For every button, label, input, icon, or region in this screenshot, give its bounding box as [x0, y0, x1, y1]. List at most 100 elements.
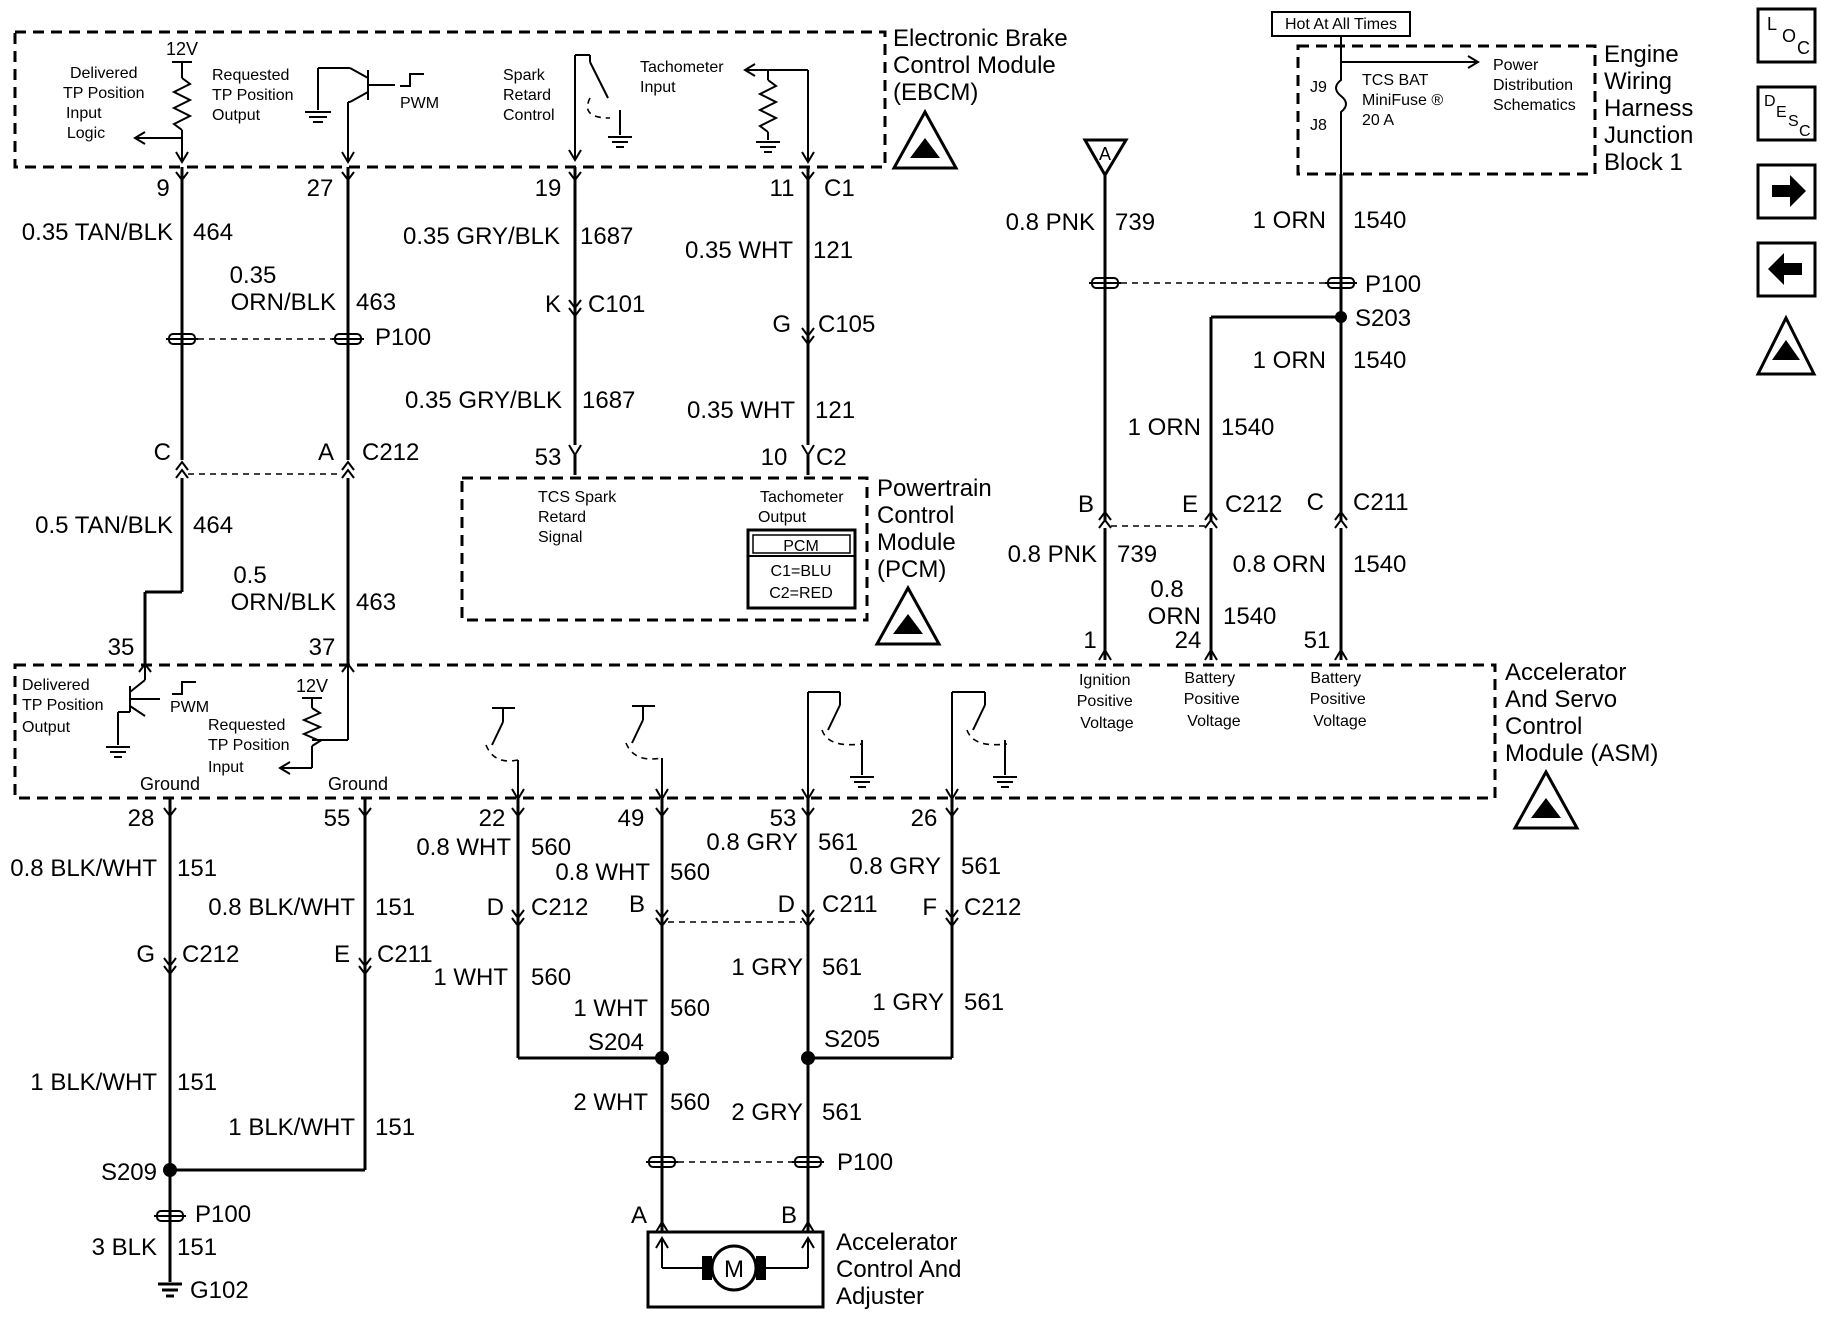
wire-label: B	[629, 891, 645, 918]
wire-label: 37	[309, 634, 336, 661]
pcm-title: Powertrain Control Module (PCM)	[877, 475, 998, 583]
asm-output-transistor	[106, 662, 160, 758]
c212-connector-a	[341, 460, 355, 479]
junction-title: Engine Wiring Harness Junction Block 1	[1604, 41, 1700, 176]
wire-label: ORN	[1148, 603, 1201, 630]
wire-label: S203	[1355, 305, 1411, 332]
wire-label: 151	[177, 1069, 217, 1096]
c212-connector-f	[945, 909, 959, 928]
desc-button[interactable]: D E S C	[1756, 85, 1817, 142]
asm-battery2-label: Battery Positive Voltage	[1310, 670, 1370, 730]
wire-label: 1540	[1353, 207, 1406, 234]
wire-label: 560	[531, 834, 571, 861]
wire-label: 0.8 WHT	[555, 859, 650, 886]
svg-text:S: S	[1788, 113, 1799, 130]
wire-label: 561	[964, 989, 1004, 1016]
wire-label: 1 BLK/WHT	[30, 1069, 157, 1096]
wire-label: C212	[531, 894, 588, 921]
wire-label: 561	[822, 954, 862, 981]
wire-label: 151	[375, 894, 415, 921]
motor-brush-left	[702, 1256, 712, 1280]
svg-text:PCM: PCM	[783, 538, 819, 555]
wire-label: C212	[182, 941, 239, 968]
wire-label: P100	[375, 324, 431, 351]
pcm-connector-legend: PCM C1=BLU C2=RED	[746, 528, 857, 610]
wire-label: C101	[588, 291, 645, 318]
pcm-esd-icon	[874, 584, 942, 646]
wire-label: C211	[822, 891, 878, 918]
wire-label: C212	[964, 894, 1021, 921]
pcm-box	[460, 476, 869, 622]
wire-label: 0.8 PNK	[1006, 209, 1095, 236]
c105-connector	[801, 327, 815, 346]
c212-connector-b2	[655, 909, 669, 928]
wire-label: 1540	[1223, 603, 1276, 630]
tcs-bat-fuse	[1335, 62, 1347, 174]
ebcm-spark-switch	[568, 54, 632, 162]
loc-button[interactable]: L O C	[1756, 7, 1817, 64]
wire-label: 0.8 GRY	[849, 853, 941, 880]
wire-label: C212	[1225, 491, 1282, 518]
wire-label: 151	[177, 1234, 217, 1261]
asm-pwm-label: PWM	[170, 699, 209, 716]
next-arrow-button[interactable]	[1756, 163, 1817, 220]
wire-label: 0.8 BLK/WHT	[10, 855, 157, 882]
wire-label: 1 GRY	[872, 989, 944, 1016]
prev-arrow-button[interactable]	[1756, 241, 1817, 298]
wire-label: 121	[815, 397, 855, 424]
wire-label: 0.35 GRY/BLK	[405, 387, 562, 414]
p100-grommet-151	[154, 1210, 186, 1222]
wire-label: C212	[362, 439, 419, 466]
asm-ignition-label: Ignition Positive Voltage	[1077, 672, 1137, 732]
p100-grommet-560-561	[646, 1156, 824, 1168]
pcm-spark-label: TCS Spark Retard Signal	[538, 489, 621, 546]
wire-label: 463	[356, 589, 396, 616]
c212-connector-b	[1098, 510, 1112, 529]
c212-connector-d	[511, 909, 525, 928]
svg-text:D: D	[1764, 93, 1776, 110]
wire-label: 0.8 GRY	[706, 829, 798, 856]
wire-label: 0.8 WHT	[416, 834, 511, 861]
asm-title: Accelerator And Servo Control Module (AS…	[1505, 659, 1658, 767]
ebcm-title: Electronic Brake Control Module (EBCM)	[893, 25, 1074, 106]
wire-label: G	[136, 941, 155, 968]
wire-label: 561	[822, 1099, 862, 1126]
ref-a-label: A	[1099, 144, 1111, 164]
wire-label: 24	[1175, 627, 1202, 654]
wire-label: A	[318, 439, 334, 466]
wire-label: 121	[813, 237, 853, 264]
power-distribution-label: Power Distribution Schematics	[1493, 57, 1577, 114]
wire-label: P100	[837, 1149, 893, 1176]
wire-label: 561	[961, 853, 1001, 880]
wire-label: 463	[356, 289, 396, 316]
hot-at-all-times-label: Hot At All Times	[1285, 16, 1397, 33]
ebcm-delivered-label: Delivered TP Position Input Logic	[63, 65, 149, 142]
wire-label: 2 WHT	[573, 1089, 648, 1116]
motor-label: M	[724, 1256, 744, 1283]
wire-label: 1 ORN	[1253, 347, 1326, 374]
ebcm-tach-input	[743, 63, 815, 164]
c101-connector	[568, 299, 582, 318]
splice-s205	[801, 1051, 815, 1065]
wire-label: 1540	[1353, 347, 1406, 374]
wire-label: 0.35 WHT	[687, 397, 795, 424]
wire-label: 1 WHT	[573, 995, 648, 1022]
wire-label: 0.5 TAN/BLK	[35, 512, 173, 539]
ground-g102-label: G102	[190, 1277, 249, 1304]
wire-label: S204	[588, 1029, 644, 1056]
ref-a-marker	[1082, 138, 1129, 178]
svg-text:C: C	[1799, 123, 1811, 140]
ground-g102-icon	[158, 1282, 182, 1298]
ebcm-connector-c1: C1	[824, 175, 855, 202]
wire-label: 1687	[580, 223, 633, 250]
wire-label: 151	[177, 855, 217, 882]
wire-label: 464	[193, 219, 233, 246]
wire-label: 561	[818, 829, 858, 856]
wire-label: D	[487, 894, 504, 921]
wire-label: ORN/BLK	[231, 289, 336, 316]
wire-label: 464	[193, 512, 233, 539]
pcm-tach-label: Tachometer Output	[758, 489, 848, 526]
left-arrow-icon	[1768, 253, 1802, 285]
svg-text:C1=BLU: C1=BLU	[771, 563, 832, 580]
c212-connector-e	[1204, 510, 1218, 529]
